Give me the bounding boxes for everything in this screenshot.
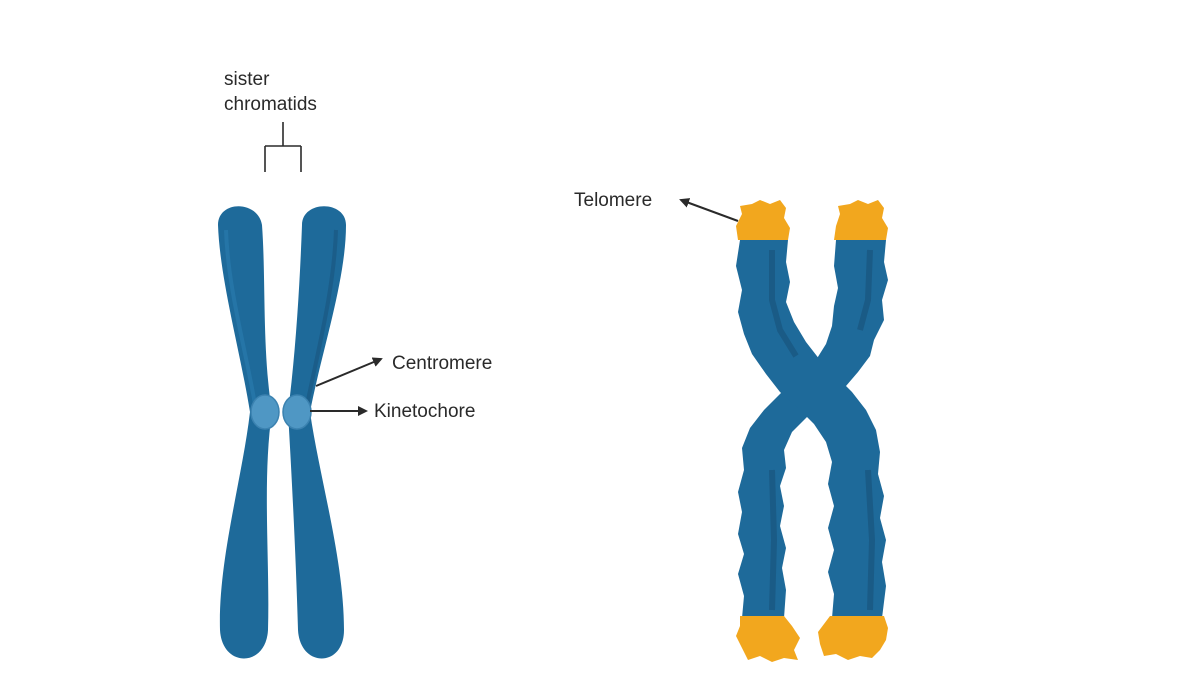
kinetochore-right (283, 395, 311, 429)
telomere-top-left (736, 200, 790, 240)
kinetochore-left (251, 395, 279, 429)
chromatid-right (288, 206, 346, 658)
telomere-arrow (681, 200, 738, 221)
sister-chromatids-label-line2: chromatids (224, 94, 317, 115)
telomere-label: Telomere (574, 190, 652, 211)
telomere-bottom-right (818, 616, 888, 660)
telomere-top-right (834, 200, 888, 240)
sister-chromatids-label-line1: sister (224, 69, 270, 90)
sister-chromatids-bracket (265, 122, 301, 172)
centromere-label: Centromere (392, 353, 492, 374)
centromere-arrow (316, 359, 381, 386)
chromatid-left (218, 206, 272, 658)
telomere-bottom-left (736, 616, 800, 662)
kinetochore-label: Kinetochore (374, 401, 475, 422)
chromosome-left (218, 206, 346, 658)
chromosome-right (736, 200, 888, 662)
